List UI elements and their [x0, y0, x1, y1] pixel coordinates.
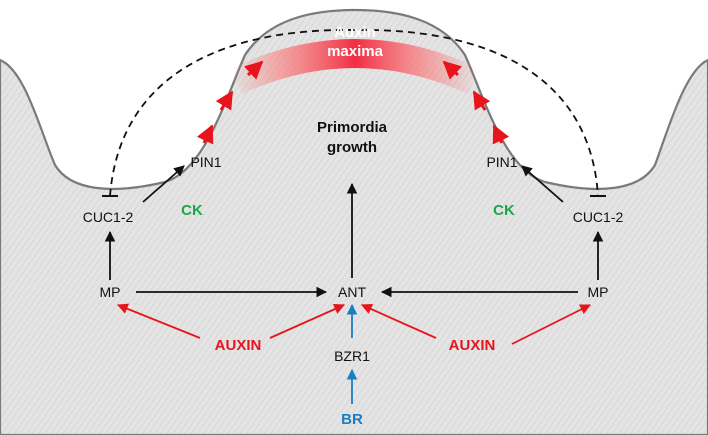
pin1-right-flux-arrow-3 [442, 60, 462, 80]
cuc-left-label: CUC1-2 [83, 209, 134, 225]
mp-right-label: MP [588, 284, 609, 300]
bzr1-label: BZR1 [334, 348, 370, 364]
ant-label: ANT [338, 284, 366, 300]
ck-right-label: CK [493, 202, 515, 219]
pin1-left-label: PIN1 [190, 154, 221, 170]
pin1-right-label: PIN1 [486, 154, 517, 170]
auxin-maxima-label-line1: Auxin [334, 24, 376, 41]
pin1-left-flux-arrow-1 [196, 124, 214, 145]
cuc-left-to-pin1-arrow [142, 165, 185, 203]
auxin-right-to-mp-arrow [511, 304, 591, 345]
primordia-label-line2: growth [327, 139, 377, 156]
auxin-right-to-ant-arrow [361, 304, 437, 339]
ck-left-label: CK [181, 202, 203, 219]
pin1-right-flux-arrow-2 [472, 90, 491, 111]
pin1-right-flux-arrow-1 [492, 124, 510, 145]
mp-left-label: MP [100, 284, 121, 300]
cuc-right-label: CUC1-2 [573, 209, 624, 225]
auxin-left-to-ant-arrow [269, 304, 345, 339]
auxin-left-label: AUXIN [215, 337, 262, 354]
auxin-left-to-mp-arrow [116, 303, 201, 339]
auxin-right-label: AUXIN [449, 337, 496, 354]
auxin-maxima-band [232, 39, 478, 94]
pin1-left-flux-arrow-3 [244, 60, 264, 80]
primordia-label-line1: Primordia [317, 119, 388, 136]
cuc-right-to-pin1-arrow [521, 165, 564, 203]
auxin-maxima-label-line2: maxima [327, 43, 384, 60]
cuc-inhibition-arc [109, 29, 599, 197]
pin1-left-flux-arrow-2 [215, 90, 234, 111]
br-label: BR [341, 411, 363, 428]
